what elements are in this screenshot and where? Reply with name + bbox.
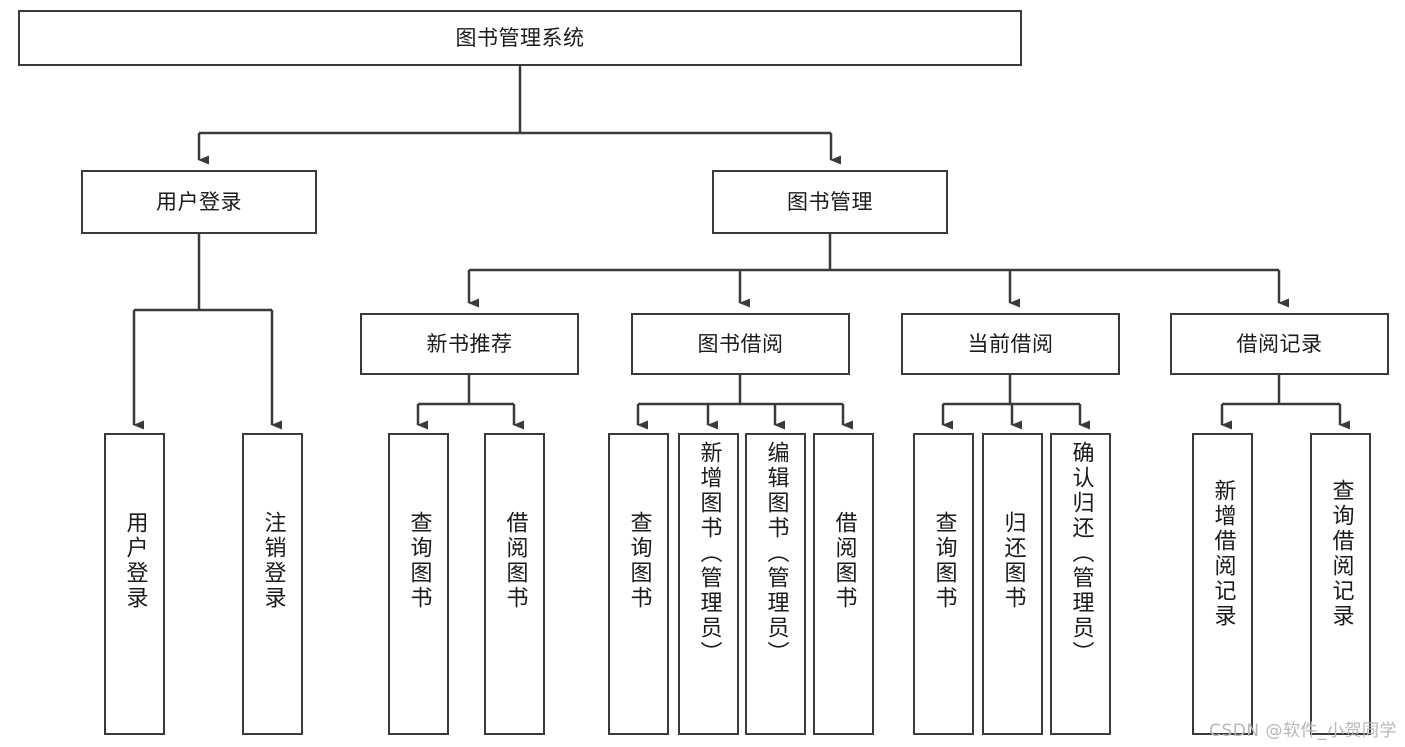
node-book-borrow[interactable]: 图书借阅 xyxy=(631,313,850,375)
node-leaf-add-book-admin-label: 新增图书（管理员） xyxy=(696,441,722,666)
node-leaf-borrow-book-bb[interactable]: 借阅图书 xyxy=(813,433,874,735)
node-user-login-label: 用户登录 xyxy=(156,189,242,214)
node-leaf-borrow-book-bb-label: 借阅图书 xyxy=(831,511,857,611)
node-leaf-logout[interactable]: 注销登录 xyxy=(242,433,303,735)
node-leaf-borrow-book-nb-label: 借阅图书 xyxy=(502,511,528,611)
node-leaf-logout-label: 注销登录 xyxy=(260,511,286,611)
node-leaf-return-book-label: 归还图书 xyxy=(1000,511,1026,611)
node-leaf-confirm-return-admin-label: 确认归还（管理员） xyxy=(1068,441,1094,666)
node-book-borrow-label: 图书借阅 xyxy=(697,331,784,356)
node-root[interactable]: 图书管理系统 xyxy=(18,10,1022,66)
node-user-login[interactable]: 用户登录 xyxy=(81,170,317,234)
node-new-book-recommend[interactable]: 新书推荐 xyxy=(360,313,579,375)
node-leaf-edit-book-admin-label: 编辑图书（管理员） xyxy=(763,441,789,666)
node-borrow-record[interactable]: 借阅记录 xyxy=(1170,313,1389,375)
node-leaf-query-book-cb-label: 查询图书 xyxy=(931,511,957,611)
node-book-management-label: 图书管理 xyxy=(787,189,873,214)
node-root-label: 图书管理系统 xyxy=(455,25,585,50)
node-new-book-recommend-label: 新书推荐 xyxy=(426,331,513,356)
node-leaf-query-borrow-record-label: 查询借阅记录 xyxy=(1328,479,1354,629)
node-leaf-add-book-admin[interactable]: 新增图书（管理员） xyxy=(678,433,739,735)
node-book-management[interactable]: 图书管理 xyxy=(712,170,948,234)
node-leaf-confirm-return-admin[interactable]: 确认归还（管理员） xyxy=(1050,433,1111,735)
node-leaf-add-borrow-record[interactable]: 新增借阅记录 xyxy=(1192,433,1253,735)
node-borrow-record-label: 借阅记录 xyxy=(1236,331,1323,356)
node-leaf-user-login[interactable]: 用户登录 xyxy=(104,433,165,735)
node-leaf-query-book-bb-label: 查询图书 xyxy=(626,511,652,611)
node-current-borrow-label: 当前借阅 xyxy=(967,331,1054,356)
node-current-borrow[interactable]: 当前借阅 xyxy=(901,313,1120,375)
node-leaf-query-book-bb[interactable]: 查询图书 xyxy=(608,433,669,735)
node-leaf-query-book-cb[interactable]: 查询图书 xyxy=(913,433,974,735)
node-leaf-query-book-nb[interactable]: 查询图书 xyxy=(388,433,449,735)
node-leaf-query-borrow-record[interactable]: 查询借阅记录 xyxy=(1310,433,1371,735)
node-leaf-return-book[interactable]: 归还图书 xyxy=(982,433,1043,735)
node-leaf-borrow-book-nb[interactable]: 借阅图书 xyxy=(484,433,545,735)
node-leaf-user-login-label: 用户登录 xyxy=(122,511,148,611)
node-leaf-add-borrow-record-label: 新增借阅记录 xyxy=(1210,479,1236,629)
node-leaf-edit-book-admin[interactable]: 编辑图书（管理员） xyxy=(745,433,806,735)
node-leaf-query-book-nb-label: 查询图书 xyxy=(406,511,432,611)
